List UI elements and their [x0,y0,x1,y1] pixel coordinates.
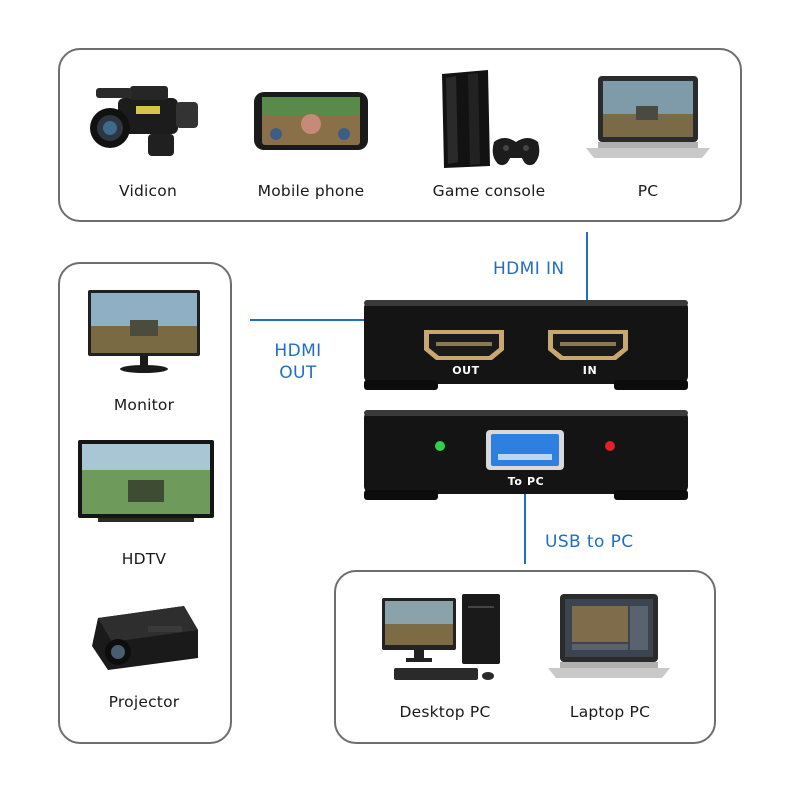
hdmi-in-connector-line [586,232,588,348]
projector-label: Projector [108,693,180,711]
usb-to-pc-label: USB to PC [545,532,634,552]
mobile-phone-image [254,92,368,150]
vidicon-image [90,86,198,156]
port-in-label: IN [582,364,598,377]
hdmi-in-label: HDMI IN [493,259,565,279]
desktop-pc-label: Desktop PC [399,703,491,721]
usb-connector-line [524,488,526,564]
monitor-label: Monitor [113,396,175,414]
laptop-pc-label: Laptop PC [569,703,651,721]
hdmi-out-label: HDMI OUT [272,340,324,384]
pc-label: PC [637,182,659,200]
port-out-label: OUT [452,364,480,377]
status-led-red [605,441,615,451]
desktop-pc-image [382,594,500,680]
port-usb-label: To PC [507,475,545,488]
status-led-green [435,441,445,451]
projector-image [92,606,198,670]
monitor-image [88,290,200,373]
hdtv-image [78,440,214,522]
hdmi-out-label-line2: OUT [279,363,317,383]
hdmi-in-port[interactable] [548,330,628,360]
game-console-label: Game console [432,182,546,200]
game-console-image [442,70,540,168]
hdtv-label: HDTV [121,550,167,568]
vidicon-label: Vidicon [119,182,177,200]
mobile-phone-label: Mobile phone [257,182,365,200]
capture-device-front [364,410,688,500]
hdmi-out-label-line1: HDMI [274,341,322,361]
hdmi-out-port[interactable] [424,330,504,360]
usb-port[interactable] [486,430,564,470]
hdmi-out-connector-line [250,319,462,321]
laptop-pc-image [548,594,670,678]
pc-laptop-image [586,76,710,158]
capture-device-rear [364,300,688,390]
